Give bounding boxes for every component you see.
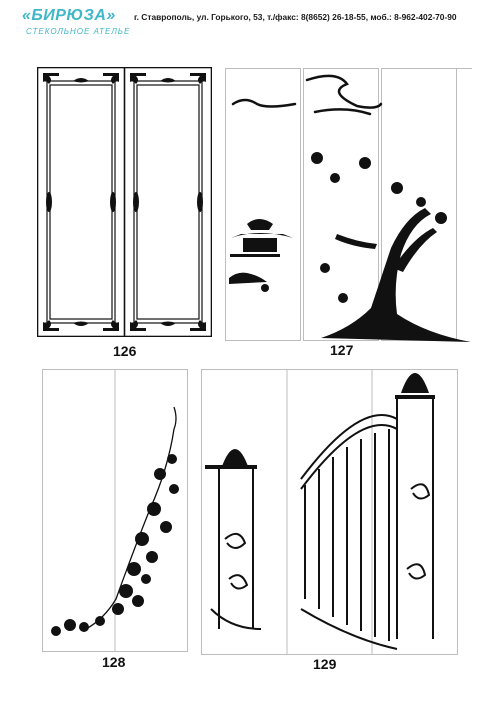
design-126-panels xyxy=(37,67,212,337)
design-126-label: 126 xyxy=(113,343,137,359)
brand-logo: «БИРЮЗА» xyxy=(22,7,116,24)
pagoda-pine-illustration xyxy=(225,68,472,342)
design-128-label: 128 xyxy=(102,654,126,670)
ornament-frame-illustration xyxy=(37,67,212,337)
design-128-panels xyxy=(42,369,188,653)
brand-tagline: СТЕКОЛЬНОЕ АТЕЛЬЕ xyxy=(26,27,131,36)
ivy-vine-illustration xyxy=(42,369,188,652)
gate-pillars-illustration xyxy=(201,369,458,655)
design-129-panels xyxy=(201,369,458,656)
design-127-label: 127 xyxy=(330,342,354,358)
design-127-panels xyxy=(225,68,473,342)
contact-address: г. Ставрополь, ул. Горького, 53, т./факс… xyxy=(134,12,457,22)
page-header: «БИРЮЗА» СТЕКОЛЬНОЕ АТЕЛЬЕ г. Ставрополь… xyxy=(0,0,500,40)
design-129-label: 129 xyxy=(313,656,337,672)
